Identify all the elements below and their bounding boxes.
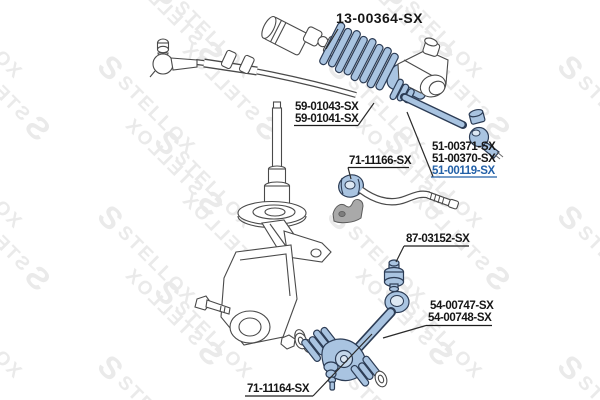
- tie-rod-end-drawing: [468, 108, 504, 160]
- steering-gear-housing-drawing: [397, 37, 449, 98]
- link-bushing-drawing: [383, 259, 405, 293]
- stabilizer-bar-drawing: [358, 186, 460, 210]
- tie-rod-assembly-drawing: [149, 38, 357, 98]
- control-arm-drawing: [294, 290, 410, 391]
- stabilizer-bushing-drawing: [338, 174, 364, 198]
- stabilizer-bracket-drawing: [332, 198, 364, 224]
- leader-lines: [245, 28, 497, 397]
- steering-knuckle-drawing: [194, 230, 332, 353]
- strut-drawing: [237, 101, 307, 255]
- inner-tie-rod-drawing: [389, 78, 467, 129]
